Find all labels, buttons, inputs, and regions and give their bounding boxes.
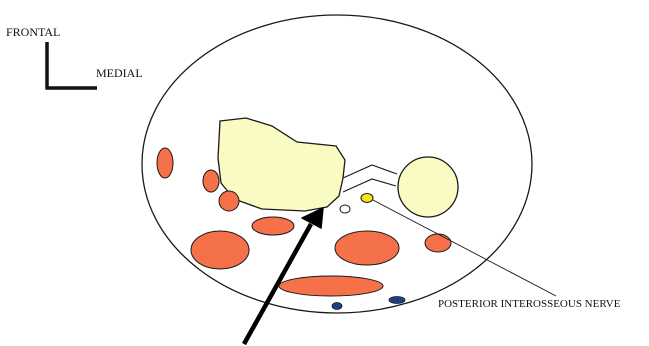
muscle bbox=[335, 231, 399, 265]
muscle bbox=[191, 231, 249, 269]
muscle bbox=[219, 191, 239, 211]
muscle bbox=[279, 276, 383, 296]
muscle bbox=[203, 170, 219, 192]
vessel-blue bbox=[389, 297, 405, 304]
bone-small bbox=[398, 157, 458, 217]
muscle bbox=[252, 217, 294, 235]
nerve-yellow bbox=[361, 194, 373, 203]
vessel-blue bbox=[332, 303, 342, 310]
muscle bbox=[157, 148, 173, 178]
muscle bbox=[425, 234, 451, 252]
small-vessel bbox=[340, 205, 350, 213]
orientation-axes bbox=[46, 42, 98, 89]
